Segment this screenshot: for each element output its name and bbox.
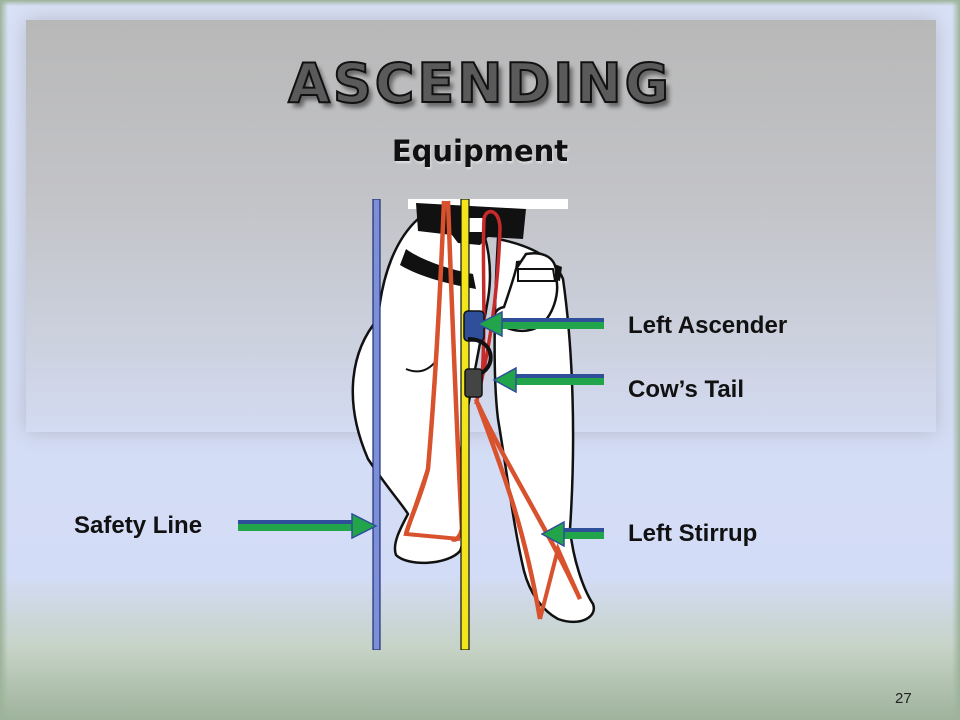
- label-left-ascender: Left Ascender: [628, 312, 788, 339]
- frame-top: [0, 0, 960, 6]
- slide-subtitle: Equipment: [391, 134, 569, 168]
- frame-right: [952, 0, 960, 720]
- arrow-safety-line: [238, 512, 378, 540]
- label-cows-tail: Cow’s Tail: [628, 376, 745, 403]
- page-number: 27: [895, 690, 912, 707]
- cows-tail-rope: [474, 209, 502, 405]
- white-backdrop: [408, 199, 568, 209]
- stirrup-foot-loop-right: [538, 542, 582, 620]
- arrow-left-ascender: [476, 310, 604, 338]
- glove-cuff: [517, 268, 557, 282]
- main-rope: [460, 199, 470, 650]
- safety-line-rope: [372, 199, 381, 650]
- label-safety-line: Safety Line: [74, 512, 203, 539]
- label-left-stirrup: Left Stirrup: [628, 520, 758, 547]
- slide-title: ASCENDING: [287, 51, 672, 116]
- arrow-left-stirrup: [540, 520, 604, 548]
- arrow-cows-tail: [492, 366, 604, 394]
- climber-illustration: [351, 199, 596, 650]
- lower-ascender: [464, 368, 483, 398]
- left-leg-loop: [400, 249, 476, 289]
- frame-left: [0, 0, 8, 720]
- stirrup-foot-loop-left: [403, 468, 461, 541]
